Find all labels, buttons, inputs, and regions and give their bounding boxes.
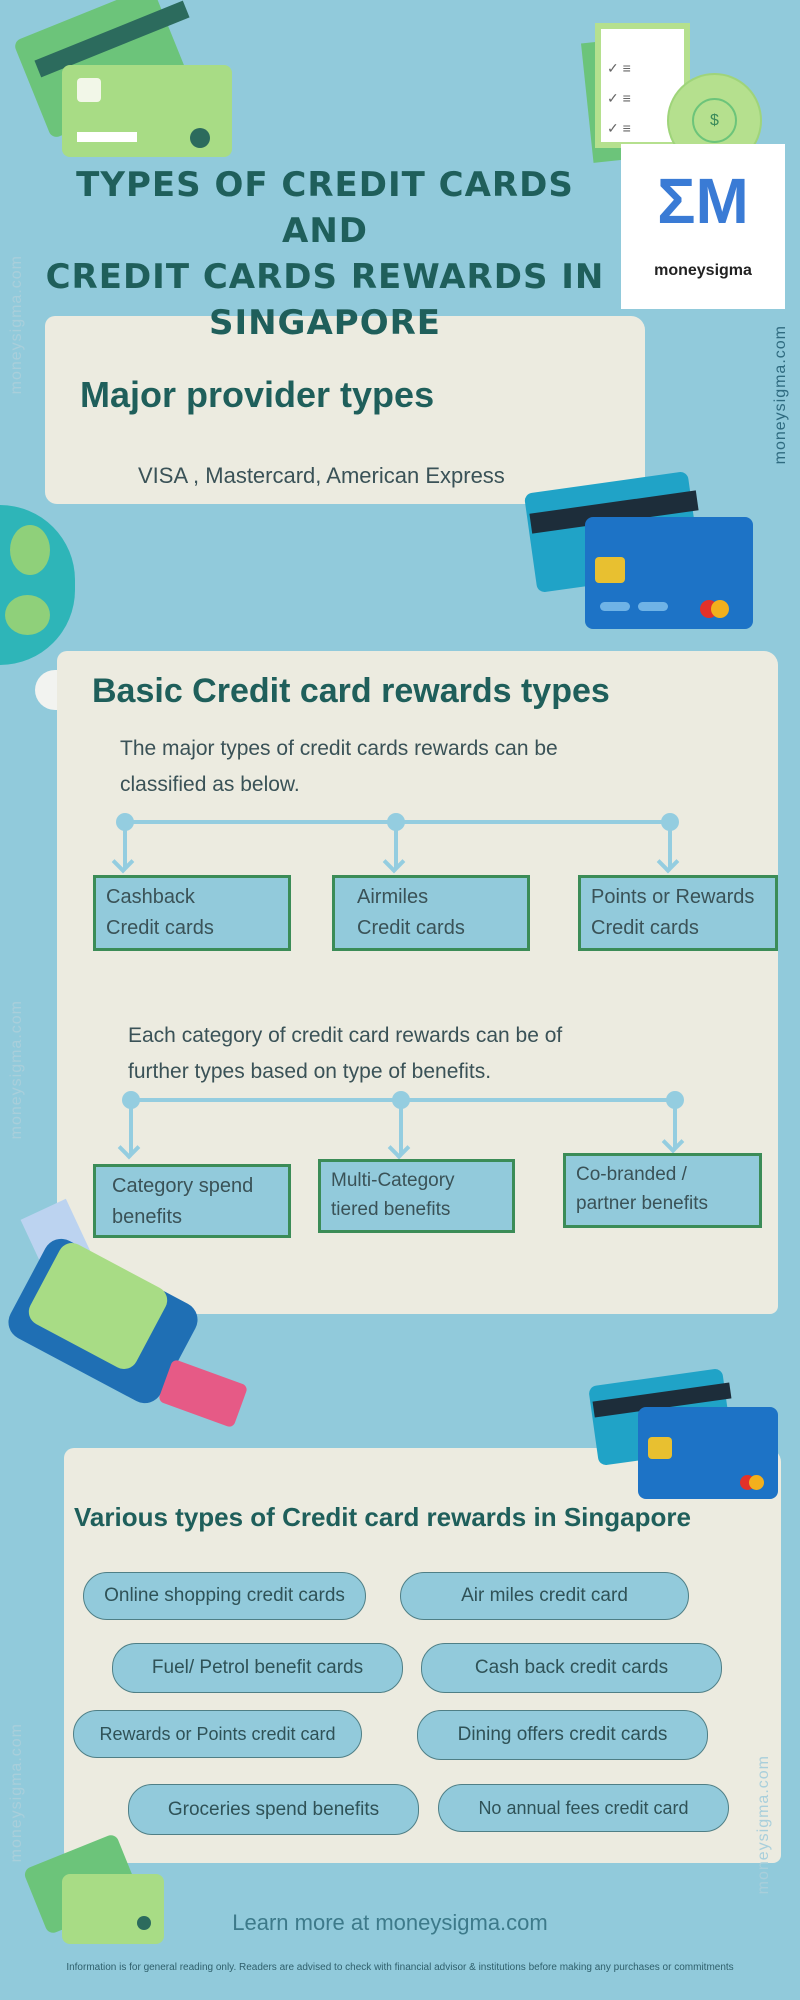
blue-credit-card-illustration xyxy=(588,1367,778,1500)
intro-line: Each category of credit card rewards can… xyxy=(128,1024,563,1047)
title-line-1: Types of credit cards and xyxy=(76,165,574,251)
globe-illustration xyxy=(0,505,75,665)
various-rewards-heading: Various types of Credit card rewards in … xyxy=(74,1502,691,1532)
card-terminal-illustration xyxy=(2,1198,253,1431)
reward-pill: Air miles credit card xyxy=(400,1572,689,1620)
provider-types-heading: Major provider types xyxy=(80,374,435,415)
sigma-logo-icon: ΣM xyxy=(657,165,749,237)
green-credit-card-illustration xyxy=(12,0,232,160)
green-credit-card-illustration xyxy=(22,1832,164,1946)
arrow-down-icon xyxy=(668,822,672,868)
arrow-down-icon xyxy=(673,1100,677,1148)
provider-list: VISA , Mastercard, American Express xyxy=(138,463,505,488)
watermark: moneysigma.com xyxy=(772,325,789,465)
blue-credit-card-illustration xyxy=(523,471,755,632)
intro-line: The major types of credit cards rewards … xyxy=(120,737,558,760)
reward-pill: Groceries spend benefits xyxy=(128,1784,419,1835)
reward-pill: Rewards or Points credit card xyxy=(73,1710,362,1758)
watermark: moneysigma.com xyxy=(8,255,25,395)
arrow-down-icon xyxy=(123,822,127,868)
basic-rewards-heading: Basic Credit card rewards types xyxy=(92,672,610,710)
benefits-intro: Each category of credit card rewards can… xyxy=(128,1018,562,1090)
disclaimer: Information is for general reading only.… xyxy=(66,1962,734,1973)
page-title: Types of credit cards and credit cards r… xyxy=(40,162,610,346)
reward-pill: Online shopping credit cards xyxy=(83,1572,366,1620)
reward-pill: No annual fees credit card xyxy=(438,1784,729,1832)
arrow-down-icon xyxy=(394,822,398,868)
checklist-target-illustration: ✓ ≡✓ ≡✓ ≡ $ xyxy=(581,13,777,168)
reward-pill: Dining offers credit cards xyxy=(417,1710,708,1760)
watermark: moneysigma.com xyxy=(755,1755,772,1895)
watermark: moneysigma.com xyxy=(8,1723,25,1863)
watermark: moneysigma.com xyxy=(8,1000,25,1140)
learn-more-link[interactable]: Learn more at moneysigma.com xyxy=(232,1910,548,1935)
reward-pill: Cash back credit cards xyxy=(421,1643,722,1693)
title-line-2: credit cards rewards in xyxy=(45,257,605,297)
arrow-down-icon xyxy=(399,1100,403,1154)
title-line-3: Singapore xyxy=(208,303,442,343)
reward-pill: Fuel/ Petrol benefit cards xyxy=(112,1643,403,1693)
basic-rewards-intro: The major types of credit cards rewards … xyxy=(120,731,558,803)
intro-line: further types based on type of benefits. xyxy=(128,1060,492,1083)
moneysigma-logo[interactable]: ΣM moneysigma xyxy=(621,144,785,309)
intro-line: classified as below. xyxy=(120,773,300,796)
arrow-down-icon xyxy=(129,1100,133,1154)
provider-types-panel xyxy=(45,316,645,504)
logo-text: moneysigma xyxy=(654,262,752,279)
benefit-co-branded: Co-branded /partner benefits xyxy=(563,1153,762,1228)
